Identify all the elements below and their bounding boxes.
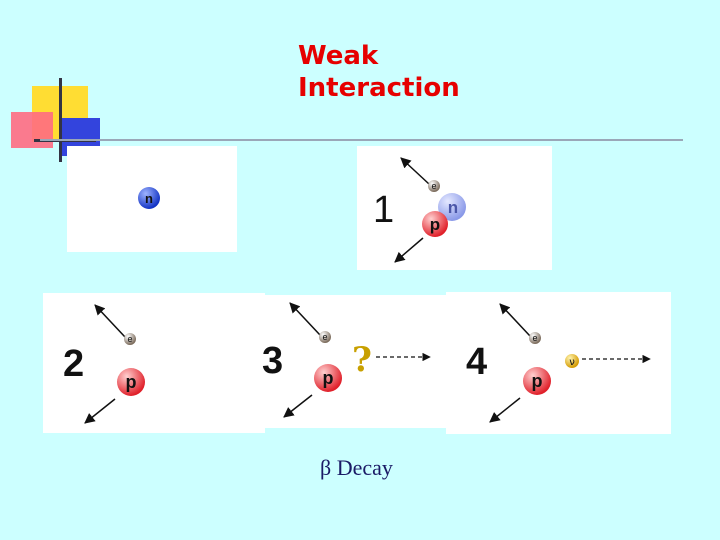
electron-particle xyxy=(124,333,136,345)
neutron-label: n xyxy=(448,198,458,217)
neutrino-particle xyxy=(565,354,579,368)
electron-label: e xyxy=(322,332,327,342)
neutron-particle xyxy=(138,187,160,209)
electron-arrow xyxy=(289,302,321,336)
proton-arrow xyxy=(489,397,521,423)
electron-particle xyxy=(319,331,331,343)
panel-step-3-svg: 3 p e ? xyxy=(262,302,431,418)
neutron-label: n xyxy=(145,191,153,206)
proton-label: p xyxy=(126,372,137,392)
proton-particle xyxy=(314,364,342,392)
electron-particle xyxy=(529,332,541,344)
electron-arrow xyxy=(499,303,531,337)
proton-particle xyxy=(422,211,448,237)
electron-particle xyxy=(428,180,440,192)
title-line-1: Weak xyxy=(298,41,379,71)
panel-neutron: n xyxy=(67,146,237,252)
caption-text: Decay xyxy=(336,455,393,480)
beta-symbol: β xyxy=(320,455,332,480)
neutron-particle xyxy=(438,193,466,221)
step-number: 2 xyxy=(63,343,84,385)
slide-title: Weak Interaction xyxy=(298,40,460,104)
proton-arrow xyxy=(283,394,313,418)
panel-step-2: 2 p e xyxy=(43,293,265,433)
beta-decay-caption: β Decay xyxy=(320,455,393,481)
panel-neutron-svg: n xyxy=(138,187,160,209)
electron-label: e xyxy=(431,181,436,191)
proton-label: p xyxy=(323,368,334,388)
unknown-particle-question-mark: ? xyxy=(352,340,372,380)
title-divider xyxy=(40,139,683,141)
electron-arrow xyxy=(400,157,430,185)
step-number: 4 xyxy=(466,341,487,383)
title-line-2: Interaction xyxy=(298,73,460,103)
panel-step-3: 3 p e ? xyxy=(258,295,446,428)
panel-step-1-svg: 1 n p e xyxy=(373,157,466,263)
neutrino-label: ν xyxy=(569,357,575,368)
proton-label: p xyxy=(430,215,440,234)
panel-step-1: 1 n p e xyxy=(357,146,552,270)
deco-square-red xyxy=(11,112,53,148)
proton-arrow xyxy=(84,398,116,424)
electron-label: e xyxy=(532,333,537,343)
proton-label: p xyxy=(532,371,543,391)
proton-arrow xyxy=(394,237,424,263)
panel-step-4-svg: 4 p e ν xyxy=(466,303,651,423)
proton-particle xyxy=(117,368,145,396)
electron-arrow xyxy=(94,304,126,338)
electron-label: e xyxy=(127,334,132,344)
panel-step-4: 4 p e ν xyxy=(446,292,671,434)
step-number: 3 xyxy=(262,340,283,382)
step-number: 1 xyxy=(373,189,394,231)
panel-step-2-svg: 2 p e xyxy=(63,304,145,424)
deco-vertical-line xyxy=(59,78,62,162)
proton-particle xyxy=(523,367,551,395)
